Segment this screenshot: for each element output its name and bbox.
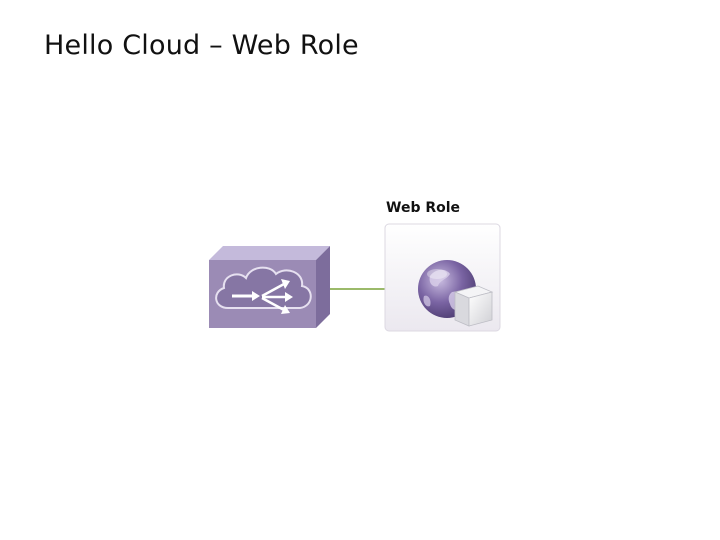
web-role-node (384, 223, 501, 332)
load-balancer-side-face (316, 246, 330, 328)
web-role-label: Web Role (386, 200, 461, 216)
slide-title: Hello Cloud – Web Role (44, 30, 359, 61)
load-balancer-top-face (209, 246, 330, 260)
load-balancer-cloud-icon (215, 266, 312, 314)
load-balancer-node (209, 246, 330, 328)
globe-server-icon (418, 260, 494, 327)
